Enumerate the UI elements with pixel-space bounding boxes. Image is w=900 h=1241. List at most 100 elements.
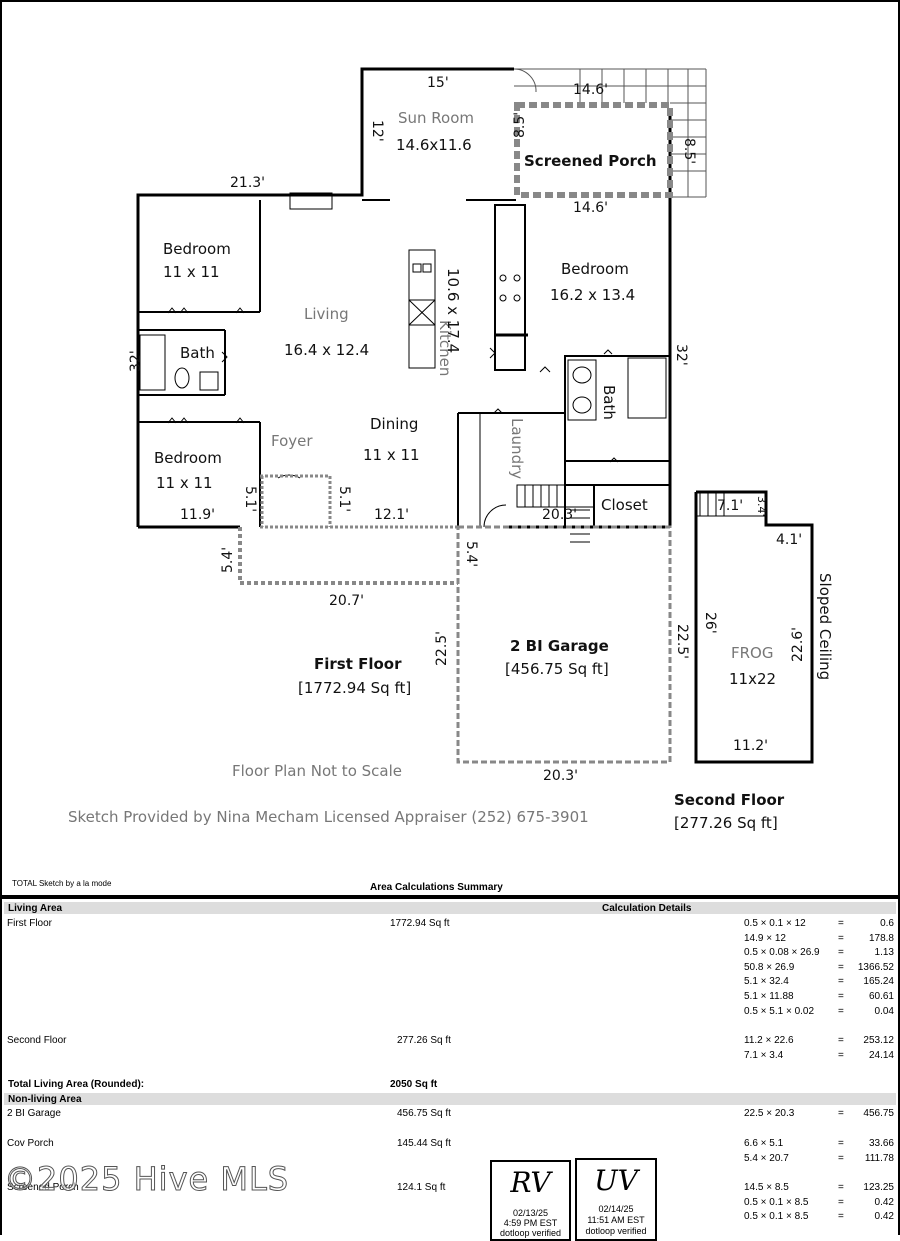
dim-label: 26' bbox=[702, 612, 718, 634]
summary-title: Area Calculations Summary bbox=[370, 882, 503, 893]
dining-dims: 11 x 11 bbox=[363, 446, 420, 464]
signature-initials: RV bbox=[510, 1166, 551, 1199]
calc-equals: = bbox=[838, 1035, 844, 1046]
calc-equals: = bbox=[838, 1138, 844, 1149]
dim-label: 22.6' bbox=[790, 626, 806, 662]
calc-result: 60.61 bbox=[868, 991, 894, 1002]
calc-result: 111.78 bbox=[864, 1152, 894, 1164]
calc-equals: = bbox=[838, 976, 844, 988]
software-credit: TOTAL Sketch by a la mode bbox=[12, 879, 112, 888]
calc-result: 0.42 bbox=[874, 1196, 894, 1208]
signature-note: dotloop verified bbox=[585, 1226, 647, 1236]
sloped-ceiling-label: Sloped Ceiling bbox=[816, 573, 834, 681]
garage-label: 2 BI Garage bbox=[510, 637, 609, 655]
floor-plan-drawing bbox=[136, 67, 814, 764]
calc-expression: 5.1 × 32.4 bbox=[744, 976, 789, 988]
garage-row-area: 456.75 Sq ft bbox=[397, 1108, 451, 1119]
garage-row-label: 2 BI Garage bbox=[7, 1108, 61, 1119]
signature-box-rv: RV 02/13/25 4:59 PM EST dotloop verified bbox=[490, 1160, 571, 1241]
calc-equals: = bbox=[838, 961, 844, 973]
calc-equals: = bbox=[838, 991, 844, 1002]
garage-area: [456.75 Sq ft] bbox=[505, 660, 609, 678]
dim-label: 7.1' bbox=[717, 498, 744, 514]
dim-label: 22.5' bbox=[434, 630, 450, 666]
dim-label: 5.4' bbox=[463, 541, 479, 568]
calc-expression: 7.1 × 3.4 bbox=[744, 1049, 784, 1061]
calc-expression: 14.9 × 12 bbox=[744, 932, 786, 944]
dim-label: 11.2' bbox=[733, 738, 769, 754]
bedroom-sw-dims: 11 x 11 bbox=[156, 474, 213, 492]
signature-time: 11:51 AM EST bbox=[587, 1215, 645, 1225]
calc-result: 0.04 bbox=[874, 1005, 894, 1017]
first-floor-label: First Floor bbox=[314, 655, 402, 673]
dim-label: 20.3' bbox=[543, 768, 579, 784]
dim-label: 12.1' bbox=[374, 507, 410, 523]
second-floor-label: Second Floor bbox=[674, 791, 785, 809]
summary-divider bbox=[0, 895, 900, 899]
dim-label: 3.4' bbox=[755, 496, 768, 517]
bedroom-ne-dims: 16.2 x 13.4 bbox=[550, 286, 636, 304]
kitchen-dims: 10.6 x 17.4 bbox=[444, 268, 462, 354]
screened-porch-row-label: Screened Porch bbox=[7, 1182, 79, 1193]
calc-equals: = bbox=[838, 1211, 844, 1223]
dim-label: 20.7' bbox=[329, 593, 365, 609]
bath-west-label: Bath bbox=[180, 344, 215, 362]
calc-expression: 5.1 × 11.88 bbox=[744, 991, 794, 1002]
mls-watermark: ©2025 Hive MLS bbox=[3, 1160, 290, 1199]
calc-expression: 0.5 × 5.1 × 0.02 bbox=[744, 1005, 815, 1017]
calc-result: 1.13 bbox=[874, 947, 894, 959]
second-floor-row-area: 277.26 Sq ft bbox=[397, 1035, 451, 1046]
closet-label: Closet bbox=[601, 496, 648, 514]
calc-result: 123.25 bbox=[863, 1182, 894, 1193]
dim-label: 5.1' bbox=[242, 486, 258, 513]
first-floor-area: [1772.94 Sq ft] bbox=[298, 679, 412, 697]
dim-label: 32' bbox=[128, 350, 144, 372]
dim-label: 22.5' bbox=[674, 624, 690, 660]
nonliving-band bbox=[4, 1093, 896, 1105]
calc-result: 178.8 bbox=[868, 932, 894, 944]
signature-time: 4:59 PM EST bbox=[503, 1218, 558, 1228]
second-floor-area: [277.26 Sq ft] bbox=[674, 814, 778, 832]
nonliving-header: Non-living Area bbox=[8, 1094, 82, 1105]
calc-expression: 6.6 × 5.1 bbox=[744, 1138, 784, 1149]
bedroom-nw-label: Bedroom bbox=[163, 240, 231, 258]
signature-date: 02/13/25 bbox=[512, 1208, 549, 1218]
dim-label: 8.5' bbox=[681, 138, 697, 165]
dim-label: 5.4' bbox=[220, 546, 236, 573]
dim-label: 5.1' bbox=[336, 486, 352, 513]
cov-porch-row-label: Cov Porch bbox=[7, 1138, 54, 1149]
second-floor-row-label: Second Floor bbox=[7, 1035, 67, 1046]
cov-porch-row-area: 145.44 Sq ft bbox=[397, 1138, 451, 1149]
dim-label: 11.9' bbox=[180, 507, 216, 523]
calc-expression: 0.5 × 0.1 × 8.5 bbox=[744, 1196, 809, 1208]
frog-dims: 11x22 bbox=[729, 670, 777, 688]
first-floor-row-label: First Floor bbox=[7, 918, 52, 929]
not-to-scale-note: Floor Plan Not to Scale bbox=[232, 762, 402, 780]
living-area-header: Living Area bbox=[8, 903, 63, 914]
calc-equals: = bbox=[838, 1049, 844, 1061]
calc-expression: 14.5 × 8.5 bbox=[744, 1182, 789, 1193]
screened-porch-label: Screened Porch bbox=[524, 152, 657, 170]
bath-east-label: Bath bbox=[600, 385, 618, 420]
foyer-label: Foyer bbox=[271, 432, 313, 450]
calc-result: 1366.52 bbox=[857, 961, 894, 973]
dim-label: 32' bbox=[673, 344, 689, 366]
screened-porch-row-area: 124.1 Sq ft bbox=[397, 1182, 446, 1193]
dim-label: 4.1' bbox=[776, 532, 803, 548]
signature-initials: UV bbox=[594, 1164, 638, 1197]
calc-equals: = bbox=[838, 1108, 844, 1119]
calc-expression: 11.2 × 22.6 bbox=[744, 1035, 794, 1046]
signature-date: 02/14/25 bbox=[598, 1204, 634, 1214]
calc-result: 0.6 bbox=[880, 918, 894, 929]
total-living-area: 2050 Sq ft bbox=[390, 1079, 438, 1090]
bedroom-nw-dims: 11 x 11 bbox=[163, 263, 220, 281]
living-dims: 16.4 x 12.4 bbox=[284, 341, 370, 359]
total-living-label: Total Living Area (Rounded): bbox=[8, 1079, 145, 1090]
calc-equals: = bbox=[838, 1196, 844, 1208]
calc-result: 253.12 bbox=[863, 1035, 894, 1046]
signature-note: dotloop verified bbox=[499, 1228, 562, 1238]
calc-equals: = bbox=[838, 1152, 844, 1164]
bedroom-ne-label: Bedroom bbox=[561, 260, 629, 278]
signature-box-uv: UV 02/14/25 11:51 AM EST dotloop verifie… bbox=[575, 1158, 657, 1241]
